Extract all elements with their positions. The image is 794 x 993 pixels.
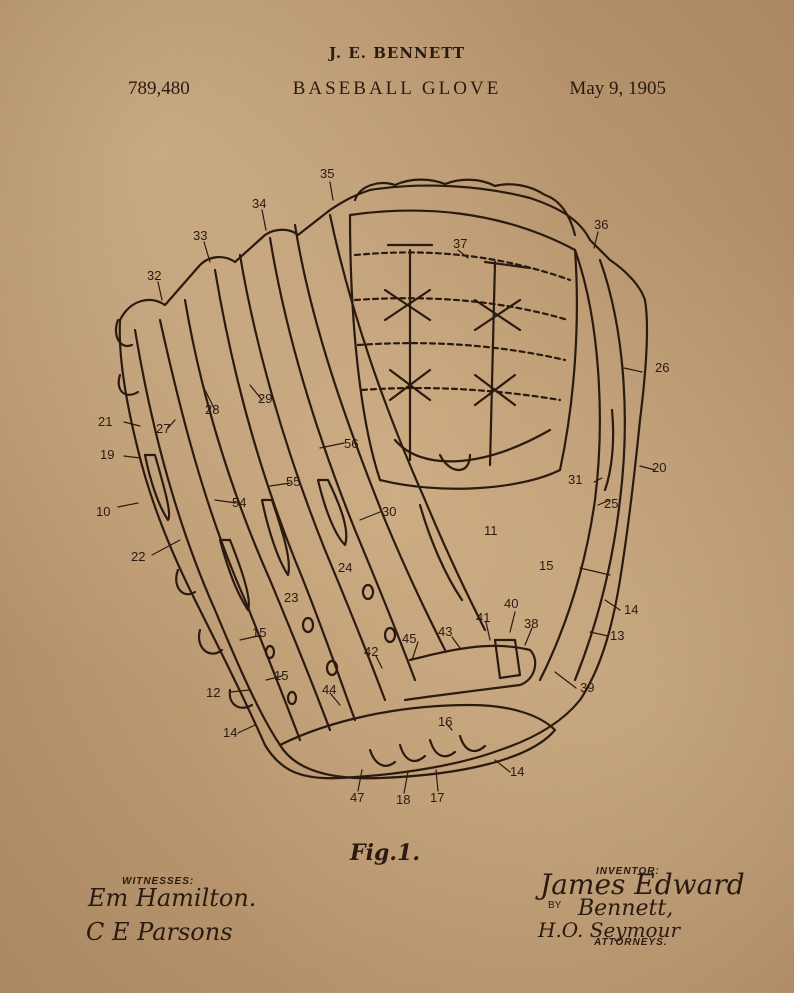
- ref-15-lower: 15: [274, 668, 288, 683]
- patent-date: May 9, 1905: [569, 78, 666, 99]
- thumb-edge: [538, 248, 601, 682]
- ref-17: 17: [430, 790, 444, 805]
- lace-bar-2: [483, 260, 532, 270]
- ref-15-left: 15: [252, 625, 266, 640]
- witness-signature-2: C E Parsons: [86, 918, 233, 946]
- finger-slot-2: [218, 538, 250, 612]
- web-stitch-2: [353, 297, 570, 322]
- ref-24: 24: [338, 560, 352, 575]
- bottom-laces: [368, 734, 487, 767]
- attorney-signature: H.O. Seymour: [538, 918, 681, 942]
- ref-42: 42: [364, 644, 378, 659]
- ref-14-left: 14: [223, 725, 237, 740]
- finger-1: [133, 328, 282, 747]
- finger-4b: [328, 213, 487, 632]
- ref-47: 47: [350, 790, 364, 805]
- figure-label: Fig.1.: [350, 840, 420, 866]
- edge-loop-3: [175, 568, 197, 596]
- inventor-name: J. E. BENNETT: [328, 44, 465, 62]
- ref-33: 33: [193, 228, 207, 243]
- back-slot: [603, 408, 615, 492]
- patent-number: 789,480: [128, 78, 190, 99]
- strap-buckle: [493, 638, 522, 680]
- ref-56: 56: [344, 436, 358, 451]
- ref-18: 18: [396, 792, 410, 807]
- ref-29: 29: [258, 391, 272, 406]
- ref-31: 31: [568, 472, 582, 487]
- ref-39: 39: [580, 680, 594, 695]
- ref-14-bottom: 14: [510, 764, 524, 779]
- inventor-label: INVENTOR:: [596, 866, 660, 877]
- ref-22: 22: [131, 549, 145, 564]
- document-title: BASEBALL GLOVE: [292, 78, 502, 99]
- ref-38: 38: [524, 616, 538, 631]
- inventor-signature-first: James Edward: [540, 868, 745, 901]
- inventor-signature-last: Bennett,: [578, 896, 674, 921]
- lace-knot: [393, 428, 552, 472]
- ref-16: 16: [438, 714, 452, 729]
- ref-45: 45: [402, 631, 416, 646]
- ref-28: 28: [205, 402, 219, 417]
- ref-10: 10: [96, 504, 110, 519]
- finger-2: [183, 298, 332, 732]
- by-label: BY: [548, 900, 562, 911]
- edge-loop-2: [117, 373, 140, 396]
- ref-43: 43: [438, 624, 452, 639]
- ref-41: 41: [476, 610, 490, 625]
- lace-right: [488, 260, 497, 467]
- ref-23: 23: [284, 590, 298, 605]
- web-stitch-1: [353, 251, 572, 282]
- ref-44: 44: [322, 682, 336, 697]
- ref-25: 25: [604, 496, 618, 511]
- witness-signature-1: Em Hamilton.: [88, 884, 257, 912]
- finger-4: [293, 223, 447, 652]
- ref-13: 13: [610, 628, 624, 643]
- ref-11: 11: [484, 523, 498, 538]
- ref-26: 26: [655, 360, 669, 375]
- edge-loop-4: [197, 628, 224, 655]
- palm-slit: [418, 503, 464, 602]
- ref-14-right: 14: [624, 602, 638, 617]
- glove-outline: [118, 184, 649, 780]
- ref-27: 27: [156, 421, 170, 436]
- finger-slot-3: [260, 498, 290, 577]
- heel-pad: [278, 703, 557, 780]
- ref-40: 40: [504, 596, 518, 611]
- edge-loop-1: [114, 318, 134, 348]
- ref-32: 32: [147, 268, 161, 283]
- ref-19: 19: [100, 447, 114, 462]
- ref-15-right: 15: [539, 558, 553, 573]
- finger-slot-1: [143, 453, 171, 522]
- ref-55: 55: [286, 474, 300, 489]
- ref-30: 30: [382, 504, 396, 519]
- witnesses-label: WITNESSES:: [122, 876, 195, 887]
- web-pocket: [348, 209, 578, 490]
- attorneys-label: ATTORNEYS.: [594, 937, 668, 948]
- finger-1b: [158, 318, 302, 742]
- finger-3: [238, 253, 387, 702]
- finger-3b: [268, 236, 417, 682]
- edge-loop-5: [228, 688, 254, 709]
- ref-20: 20: [652, 460, 666, 475]
- thumb-edge-2: [573, 258, 626, 682]
- web-stitch-3: [356, 342, 567, 362]
- web-stitch-4: [360, 386, 562, 402]
- ref-34: 34: [252, 196, 266, 211]
- top-lacing: [353, 178, 577, 237]
- wrist-strap: [403, 644, 537, 702]
- ref-12: 12: [206, 685, 220, 700]
- ref-35: 35: [320, 166, 334, 181]
- finger-slot-4: [316, 478, 348, 547]
- ref-37: 37: [453, 236, 467, 251]
- ref-21: 21: [98, 414, 112, 429]
- ref-36: 36: [594, 217, 608, 232]
- ref-54: 54: [232, 495, 246, 510]
